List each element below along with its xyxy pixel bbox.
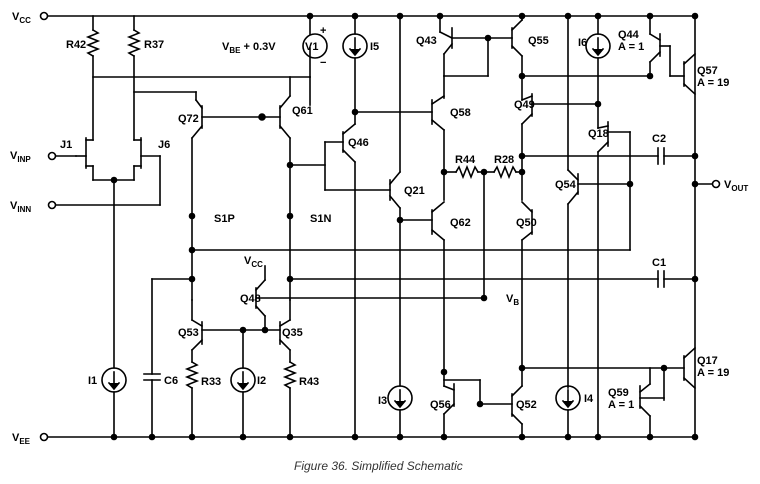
vinn-label: VINN bbox=[10, 200, 31, 214]
r44-label: R44 bbox=[455, 154, 476, 166]
transistor-q56 bbox=[442, 371, 481, 438]
r42-label: R42 bbox=[66, 39, 86, 51]
q44-area-label: A = 1 bbox=[618, 41, 644, 53]
q35-label: Q35 bbox=[282, 327, 303, 339]
i3-label: I3 bbox=[378, 395, 387, 407]
transistor-q43 bbox=[438, 15, 489, 77]
vb-label: VB bbox=[506, 293, 519, 307]
c6-label: C6 bbox=[164, 375, 178, 387]
resistor-r33 bbox=[184, 360, 200, 438]
q46-label: Q46 bbox=[348, 137, 369, 149]
current-source-i2 bbox=[230, 329, 256, 438]
vout-label: VOUT bbox=[724, 179, 748, 193]
v1-name-label: V1 bbox=[305, 41, 318, 53]
current-source-i1 bbox=[101, 367, 127, 438]
transistor-q62 bbox=[430, 200, 446, 373]
capacitor-c1 bbox=[289, 270, 696, 288]
vout-terminal bbox=[694, 179, 721, 189]
resistor-r42 bbox=[85, 15, 101, 141]
q50-label: Q50 bbox=[516, 217, 537, 229]
transistor-q52 bbox=[479, 369, 524, 438]
transistor-q59 bbox=[638, 367, 665, 438]
i4-label: I4 bbox=[584, 393, 594, 405]
transistor-q54 bbox=[566, 15, 631, 389]
vee-rail bbox=[39, 432, 696, 442]
q55-label: Q55 bbox=[528, 35, 549, 47]
transistor-q55 bbox=[487, 15, 524, 101]
vinp-label: VINP bbox=[10, 150, 31, 164]
capacitor-c6 bbox=[143, 278, 193, 438]
r43-label: R43 bbox=[299, 376, 319, 388]
transistor-q46 bbox=[324, 111, 391, 438]
c1-label: C1 bbox=[652, 257, 666, 269]
q17-label: Q17 bbox=[697, 355, 718, 367]
q58-label: Q58 bbox=[450, 107, 471, 119]
transistor-q50 bbox=[520, 200, 534, 371]
resistor-r37 bbox=[126, 15, 142, 141]
v1-minus: − bbox=[320, 57, 326, 69]
jfet-j1 bbox=[47, 137, 94, 181]
q49-label: Q49 bbox=[514, 99, 535, 111]
transistor-q21 bbox=[388, 15, 433, 221]
q57-label: Q57 bbox=[697, 65, 718, 77]
transistor-q57 bbox=[669, 52, 697, 96]
transistor-q61 bbox=[261, 76, 292, 301]
transistor-q44 bbox=[648, 15, 671, 77]
q48-label: Q48 bbox=[240, 293, 261, 305]
q18-label: Q18 bbox=[588, 128, 609, 140]
transistor-q17 bbox=[682, 346, 697, 390]
i6-label: I6 bbox=[578, 37, 587, 49]
transistor-q49 bbox=[520, 93, 599, 201]
transistor-q53 bbox=[190, 299, 266, 363]
q54-label: Q54 bbox=[555, 179, 577, 191]
q62-label: Q62 bbox=[450, 217, 471, 229]
q43-label: Q43 bbox=[416, 35, 437, 47]
resistor-r44 bbox=[443, 164, 485, 180]
figure-caption: Figure 36. Simplified Schematic bbox=[294, 459, 463, 473]
s1n-label: S1N bbox=[310, 213, 331, 225]
current-source-i5 bbox=[342, 15, 433, 113]
q53-label: Q53 bbox=[178, 327, 199, 339]
q17-area-label: A = 19 bbox=[697, 367, 729, 379]
q59-label: Q59 bbox=[608, 387, 629, 399]
j1-label: J1 bbox=[60, 139, 72, 151]
i5-label: I5 bbox=[370, 41, 379, 53]
c2-label: C2 bbox=[652, 133, 666, 145]
capacitor-c2 bbox=[521, 147, 696, 165]
q56-label: Q56 bbox=[430, 399, 451, 411]
current-source-i4 bbox=[555, 385, 581, 438]
transistor-q58 bbox=[430, 94, 446, 201]
q61-label: Q61 bbox=[292, 105, 313, 117]
q44-label: Q44 bbox=[618, 29, 640, 41]
s1p-label: S1P bbox=[214, 213, 235, 225]
i2-label: I2 bbox=[257, 375, 266, 387]
transistor-q18 bbox=[596, 121, 631, 438]
jfet-j6 bbox=[47, 137, 161, 210]
q21-label: Q21 bbox=[404, 185, 425, 197]
q57-area-label: A = 19 bbox=[697, 77, 729, 89]
transistor-q35 bbox=[264, 299, 292, 363]
q72-label: Q72 bbox=[178, 113, 199, 125]
r33-label: R33 bbox=[201, 376, 221, 388]
current-source-i3 bbox=[387, 219, 413, 438]
i1-label: I1 bbox=[88, 375, 97, 387]
v1-plus: + bbox=[320, 25, 326, 37]
resistor-r43 bbox=[282, 360, 298, 438]
j6-label: J6 bbox=[158, 139, 170, 151]
q59-area-label: A = 1 bbox=[608, 399, 634, 411]
vcc-local-label: VCC bbox=[244, 255, 263, 269]
r28-label: R28 bbox=[494, 154, 514, 166]
vee-label: VEE bbox=[12, 432, 31, 446]
v1-value-label: VBE + 0.3V bbox=[222, 41, 276, 55]
r37-label: R37 bbox=[144, 39, 164, 51]
resistor-r28 bbox=[483, 164, 523, 180]
vcc-label: VCC bbox=[12, 11, 31, 25]
vcc-rail bbox=[39, 11, 696, 21]
current-source-i6 bbox=[585, 15, 611, 129]
q52-label: Q52 bbox=[516, 399, 537, 411]
